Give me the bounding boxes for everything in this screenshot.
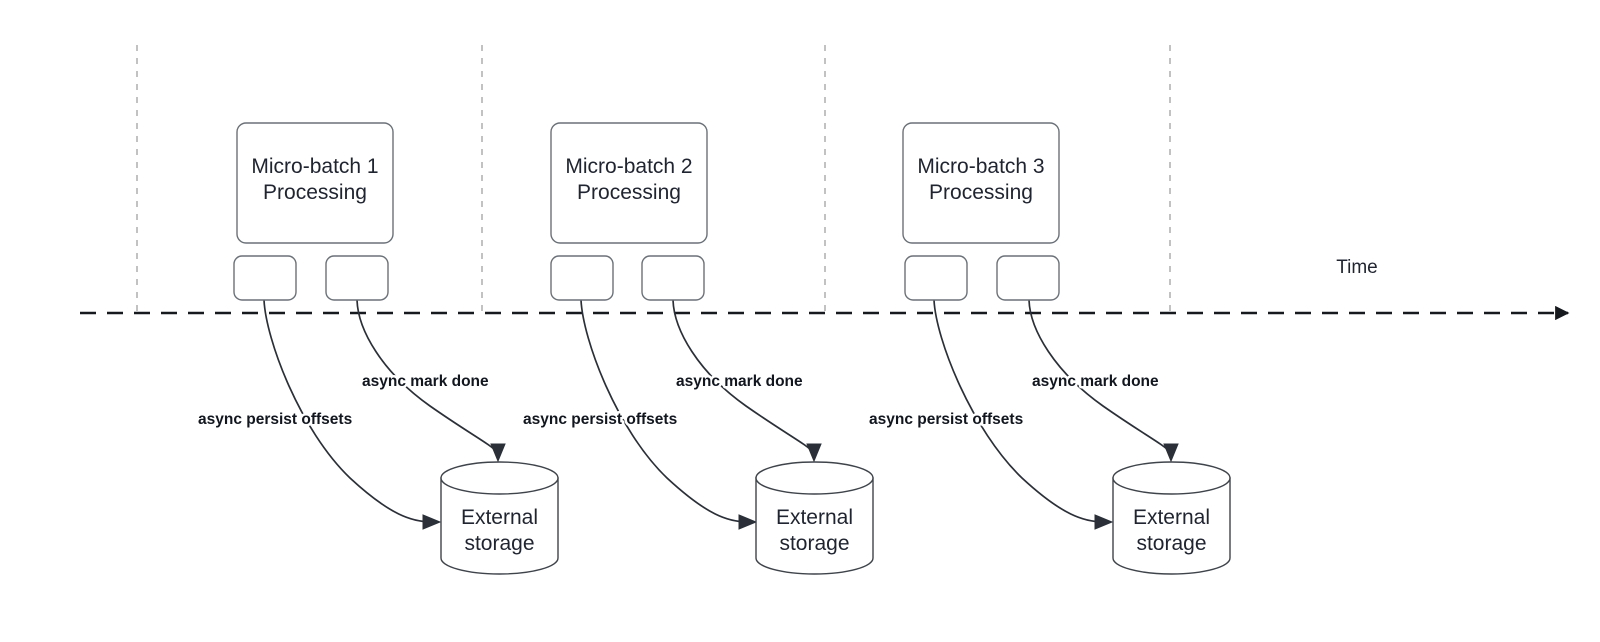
arrowhead-persist-offsets-3: [1094, 514, 1114, 530]
task-box-3-1[interactable]: [904, 255, 968, 301]
axis-label-group: Time: [1336, 257, 1378, 278]
storage-label-line2: storage: [1136, 532, 1206, 555]
flow-curve-persist-offsets-1: [263, 299, 433, 523]
edge-label-halo-mark-done-1: async mark done: [362, 373, 489, 390]
edge-label-persist-offsets-3: async persist offsets: [869, 411, 1023, 428]
process-node-box: [902, 122, 1060, 244]
storage-label-line1: External: [461, 506, 538, 529]
edge-label-halo-mark-done-2: async mark done: [676, 373, 803, 390]
arrowhead-mark-done-1: [490, 443, 506, 463]
edge-label-mark-done-2: async mark done: [676, 373, 803, 390]
cylinder-body: [440, 477, 559, 575]
task-box-2-1[interactable]: [550, 255, 614, 301]
process-node-1[interactable]: Micro-batch 1 Processing: [236, 122, 394, 244]
time-axis-label: Time: [1336, 257, 1378, 278]
flow-curve-mark-done-3: [1028, 299, 1171, 453]
cylinder-top-ellipse: [755, 461, 874, 495]
edge-label-halo-persist-offsets-1: async persist offsets: [198, 411, 352, 428]
process-node-subtitle: Processing: [577, 181, 681, 204]
task-box-2-2[interactable]: [641, 255, 705, 301]
task-box-1-1[interactable]: [233, 255, 297, 301]
storage-label-line2: storage: [464, 532, 534, 555]
cylinder-body: [1112, 477, 1231, 575]
flow-curve-mark-done-1: [356, 299, 498, 453]
edge-labels-group: async persist offsets async persist offse…: [196, 371, 1162, 431]
task-box-3-2[interactable]: [996, 255, 1060, 301]
edge-label-persist-offsets-2: async persist offsets: [523, 411, 677, 428]
process-node-title: Micro-batch 3: [917, 155, 1044, 178]
arrowhead-persist-offsets-1: [422, 514, 442, 530]
arrowhead-mark-done-3: [1163, 443, 1179, 463]
arrowhead-persist-offsets-2: [738, 514, 758, 530]
edge-label-mark-done-1: async mark done: [362, 373, 489, 390]
arrowhead-mark-done-2: [806, 443, 822, 463]
edge-label-halo-persist-offsets-2: async persist offsets: [523, 411, 677, 428]
process-node-subtitle: Processing: [263, 181, 367, 204]
task-box-1-2[interactable]: [325, 255, 389, 301]
external-storage-node-2[interactable]: External storage: [755, 461, 874, 575]
process-node-2[interactable]: Micro-batch 2 Processing: [550, 122, 708, 244]
storage-label-line1: External: [1133, 506, 1210, 529]
process-node-title: Micro-batch 2: [565, 155, 692, 178]
process-node-box: [550, 122, 708, 244]
process-node-box: [236, 122, 394, 244]
process-node-3[interactable]: Micro-batch 3 Processing: [902, 122, 1060, 244]
cylinder-top-ellipse: [440, 461, 559, 495]
cylinder-top-ellipse: [1112, 461, 1231, 495]
process-node-title: Micro-batch 1: [251, 155, 378, 178]
process-node-subtitle: Processing: [929, 181, 1033, 204]
storage-label-line1: External: [776, 506, 853, 529]
flow-curve-mark-done-2: [672, 299, 814, 453]
cylinder-body: [755, 477, 874, 575]
edge-label-mark-done-3: async mark done: [1032, 373, 1159, 390]
edge-label-persist-offsets-1: async persist offsets: [198, 411, 352, 428]
storage-label-line2: storage: [779, 532, 849, 555]
flow-curves-group: [263, 299, 1179, 530]
external-storage-node-1[interactable]: External storage: [440, 461, 559, 575]
flow-curve-persist-offsets-2: [580, 299, 749, 523]
timeline-tick-group: [136, 45, 1171, 317]
external-storage-node-3[interactable]: External storage: [1112, 461, 1231, 575]
edge-label-halo-mark-done-3: async mark done: [1032, 373, 1159, 390]
flow-curve-persist-offsets-3: [933, 299, 1105, 523]
edge-label-halo-persist-offsets-3: async persist offsets: [869, 411, 1023, 428]
